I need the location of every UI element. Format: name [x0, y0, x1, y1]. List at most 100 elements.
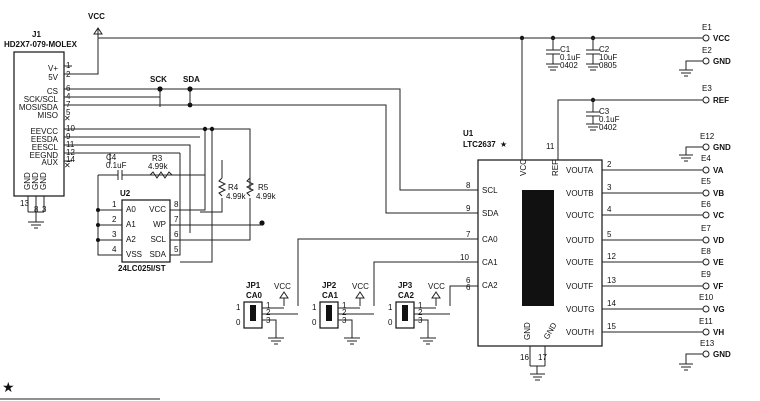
resistor-r4 — [217, 177, 227, 197]
terminal-ref: E13 — [700, 339, 715, 348]
terminal-icon — [702, 189, 710, 197]
vcc-label: VCC — [88, 12, 105, 21]
u1-out-num: 15 — [607, 322, 616, 331]
u1-pin-name: CA2 — [482, 281, 498, 290]
u1-out-num: 4 — [607, 205, 612, 214]
terminal-net: VCC — [713, 34, 730, 43]
terminal-net: VF — [713, 282, 723, 291]
u2-pin-name: WP — [153, 220, 166, 229]
terminal-net: VG — [713, 305, 725, 314]
jumper-shunt — [402, 305, 408, 321]
dac-outputs: VOUTA VOUTB VOUTC VOUTD VOUTE VOUTF VOUT… — [566, 160, 703, 337]
capacitor-c3 — [586, 111, 600, 131]
u1-gnd-wires — [529, 346, 546, 381]
jumper-ref: JP2 — [322, 281, 337, 290]
j1-body — [13, 51, 65, 197]
terminal-net: GND — [713, 143, 731, 152]
junction — [202, 126, 208, 132]
u1-out-name: VOUTD — [566, 236, 594, 245]
power-terminals: E1 VCC E2 GND E3 REF E12 GND E13 GND — [679, 23, 731, 371]
u1-pin-name: VCC — [519, 159, 528, 176]
resistor-r3 — [149, 171, 173, 179]
j1-pin-label: SCK/SCL — [24, 95, 59, 104]
u2-pin-num: 8 — [174, 200, 179, 209]
u2-body — [121, 199, 171, 263]
jumper-pin-num: 3 — [342, 316, 347, 325]
jumper-ref: JP3 — [398, 281, 413, 290]
jumper-jp1: JP1 CA0 VCC 1 0 1 2 3 — [236, 281, 298, 345]
terminal-ref: E6 — [701, 200, 711, 209]
vcc-ref-rails — [98, 37, 703, 160]
u1-out-num: 13 — [607, 276, 616, 285]
u2-pin-num: 1 — [112, 200, 117, 209]
jumper-body — [319, 301, 339, 329]
terminal-net: GND — [713, 57, 731, 66]
jumper-jp2: JP2 CA1 VCC 1 0 1 2 3 — [312, 281, 374, 345]
jumper-state: 1 — [388, 303, 393, 312]
terminal-ref: E10 — [699, 293, 714, 302]
u2-pin-num: 5 — [174, 245, 179, 254]
u2-pin-name: A2 — [126, 235, 136, 244]
u2-pin-name: SDA — [150, 250, 167, 259]
u2-ref: U2 — [120, 189, 131, 198]
c1-ref: C1 — [560, 45, 571, 54]
j1-pin-label: AUX — [42, 158, 59, 167]
terminal-ref: E8 — [701, 247, 711, 256]
jumper-pin-wires — [414, 307, 450, 345]
jumper-jp3: JP3 CA2 VCC 1 0 1 2 3 — [388, 281, 450, 345]
c4-ref: C4 — [106, 153, 117, 162]
u1-out-name: VOUTG — [566, 305, 594, 314]
u1-body — [477, 159, 603, 347]
jumper-net: CA0 — [246, 291, 263, 300]
jumper-state: 1 — [236, 303, 241, 312]
cs-wire — [64, 88, 478, 191]
terminal-ref: E11 — [699, 317, 713, 326]
j1-pin-label: MISO — [38, 111, 58, 120]
jumper-wires — [297, 238, 478, 306]
u2-part: 24LC025I/ST — [118, 264, 166, 273]
terminal-net: VH — [713, 328, 724, 337]
terminal-net: REF — [713, 96, 729, 105]
u1-pin-num: 7 — [466, 230, 471, 239]
terminal-icon — [702, 57, 710, 65]
j1-pin-label: EEGND — [30, 151, 59, 160]
u1-part: LTC2637 — [463, 140, 496, 149]
u1-pin-num: 17 — [538, 353, 547, 362]
u2-pin-name: VCC — [149, 205, 166, 214]
u1-out-name: VOUTF — [566, 282, 593, 291]
vcc-wire — [64, 28, 99, 75]
u2-pin-num: 3 — [112, 230, 117, 239]
u1-thermal-pad — [522, 190, 554, 306]
j1-pin-label: CS — [47, 87, 58, 96]
u1-out-name: VOUTC — [566, 211, 594, 220]
jumper-state: 0 — [236, 318, 241, 327]
u1-out-name: VOUTE — [566, 258, 594, 267]
junction — [157, 86, 163, 92]
j1-pin-num: 13 — [20, 199, 29, 208]
terminal-net: VC — [713, 211, 724, 220]
j1-pin-label: MOSI/SDA — [19, 103, 59, 112]
u1-out-num: 3 — [607, 183, 612, 192]
c1-value: 0.1uF — [560, 53, 581, 62]
u1-pin-name: SCL — [482, 186, 498, 195]
capacitor-c4 — [98, 170, 140, 180]
jumper-pin-wires — [262, 307, 298, 345]
j1-pin-num: 14 — [66, 155, 75, 164]
capacitor-c1 — [546, 49, 560, 71]
c2-value: 10uF — [599, 53, 617, 62]
vcc-label: VCC — [428, 282, 445, 291]
junction — [187, 86, 193, 92]
terminal-ref: E3 — [702, 84, 712, 93]
u1-pin-num: 6 — [466, 276, 471, 285]
u1-pin-name: CA0 — [482, 235, 498, 244]
resistor-r5 — [245, 177, 255, 197]
j1-pin-label: V+ — [48, 64, 58, 73]
u1-pin-name: GND — [542, 321, 559, 341]
nc-mark: ✕ — [64, 161, 71, 170]
u1-pin-num: 9 — [466, 204, 471, 213]
j1-gnd-label: GND — [23, 172, 32, 190]
terminal-icon — [702, 305, 710, 313]
nc-mark: ✕ — [64, 114, 71, 123]
c4-value: 0.1uF — [106, 161, 127, 170]
